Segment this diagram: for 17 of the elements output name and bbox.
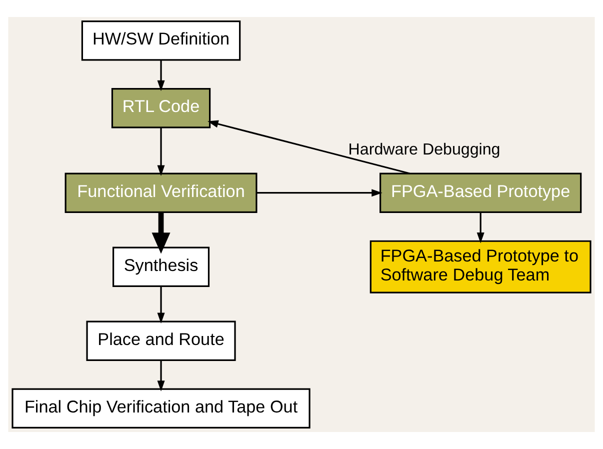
- arrow: [152, 212, 170, 254]
- arrow: [157, 360, 165, 392]
- node-box: FPGA-Based Prototype: [380, 172, 582, 213]
- arrow: [157, 286, 165, 324]
- node-box: Functional Verification: [64, 172, 258, 213]
- node-box: FPGA-Based Prototype to Software Debug Team: [370, 240, 592, 294]
- node-box: Final Chip Verification and Tape Out: [12, 388, 310, 429]
- node-box: Place and Route: [86, 320, 236, 361]
- edge-label: Hardware Debugging: [348, 140, 500, 158]
- arrow: [157, 128, 165, 176]
- arrow: [256, 189, 382, 197]
- node-box: Synthesis: [112, 246, 210, 287]
- node-box: RTL Code: [111, 88, 211, 128]
- arrow: [208, 120, 410, 174]
- node-box: HW/SW Definition: [81, 20, 241, 61]
- arrow: [476, 212, 484, 244]
- arrow: [157, 60, 165, 92]
